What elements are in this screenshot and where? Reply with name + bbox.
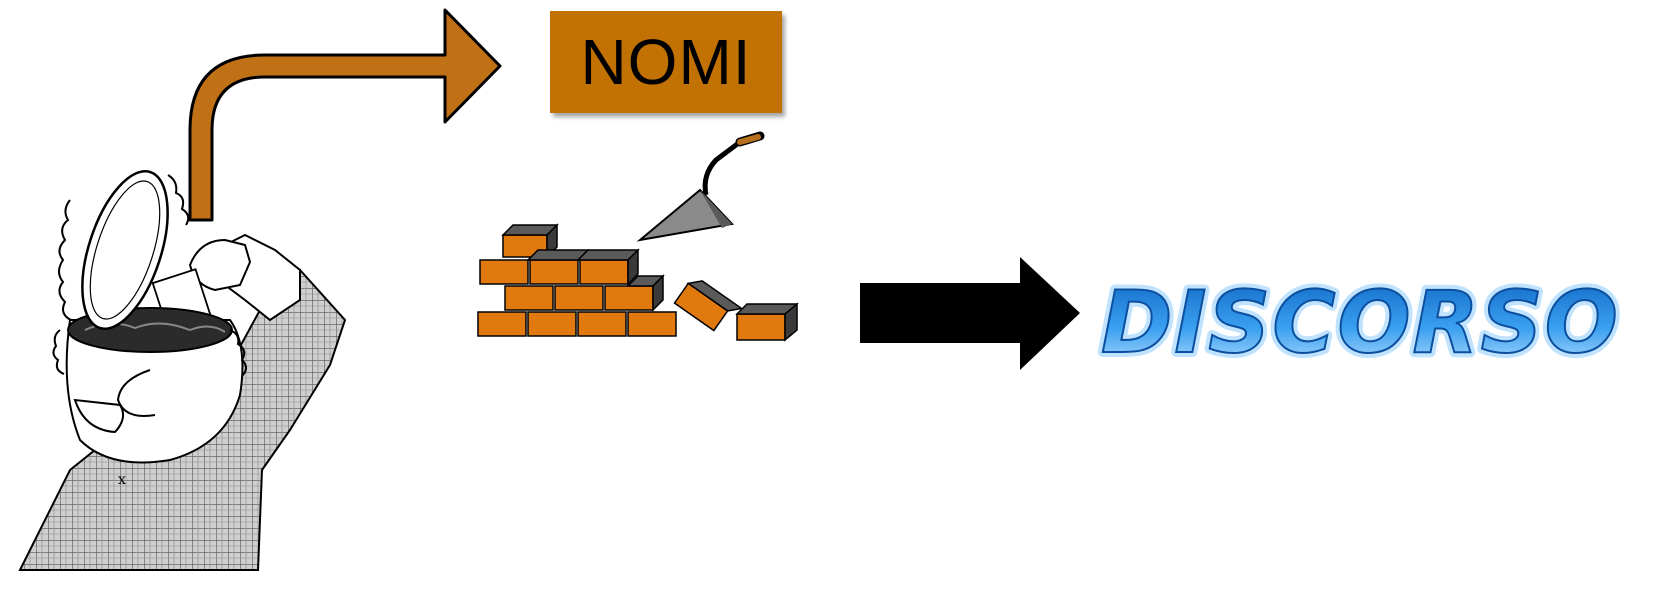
discorso-outline: DISCORSO [1101,273,1620,372]
nose [116,369,156,417]
trowel-icon [636,131,765,242]
discorso-wordart: DISCORSO DISCORSO [1096,272,1623,372]
nomi-box: NOMI [550,11,782,113]
brick-wall-icon [477,223,799,342]
tongue [73,398,125,434]
discorso-label: DISCORSO [1101,273,1620,372]
person-opening-head-icon: x [18,169,347,571]
nomi-label: NOMI [580,26,752,98]
curved-arrow [188,8,502,222]
hair [52,174,247,377]
big-arrow [860,257,1080,370]
skull-lid [81,169,169,331]
svg-text:x: x [118,472,126,488]
